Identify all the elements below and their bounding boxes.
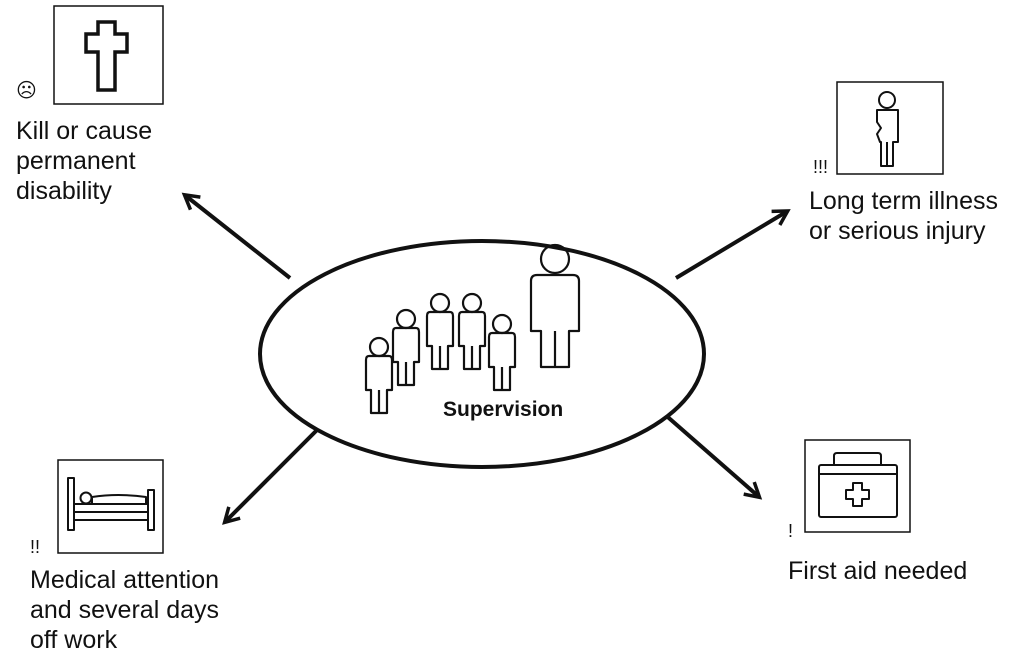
outcome-line: disability xyxy=(16,177,112,205)
person-icon xyxy=(487,313,517,392)
outcome-label-long-term: Long term illness or serious injury xyxy=(809,186,998,246)
severity-marker-two: !! xyxy=(30,537,41,557)
person-icon xyxy=(425,292,455,371)
arrow-to-long-term xyxy=(674,209,791,280)
outcome-label-kill: Kill or cause permanent disability xyxy=(16,116,152,206)
people-group-icon xyxy=(364,243,581,415)
outcome-line: Medical attention xyxy=(30,566,220,594)
kill-icon-box xyxy=(53,5,164,105)
outcome-line: permanent xyxy=(16,147,136,175)
outcome-label-medical: Medical attention and several days off w… xyxy=(30,565,219,655)
supervisor-icon xyxy=(529,243,581,369)
outcome-line: or serious injury xyxy=(809,217,986,245)
medical-icon-box xyxy=(57,459,164,554)
severity-marker-three: !!! xyxy=(813,157,829,177)
injured-person-icon xyxy=(876,91,899,167)
outcome-line: Kill or cause xyxy=(16,117,153,145)
cross-icon xyxy=(84,20,129,92)
first-aid-icon-box xyxy=(804,439,911,533)
hospital-bed-icon xyxy=(67,477,155,531)
arrow-to-first-aid xyxy=(660,410,763,500)
severity-marker-one: ! xyxy=(788,521,794,541)
person-icon xyxy=(364,336,394,415)
outcome-label-first-aid: First aid needed xyxy=(788,556,967,586)
supervision-ellipse xyxy=(258,239,706,469)
arrow-to-kill xyxy=(181,192,292,280)
outcome-line: First aid needed xyxy=(788,557,968,585)
severity-marker-sad: ☹ xyxy=(16,80,37,102)
outcome-line: off work xyxy=(30,626,118,654)
person-icon xyxy=(391,308,421,387)
center-label: Supervision xyxy=(443,398,564,421)
first-aid-kit-icon xyxy=(818,452,898,518)
outcome-line: Long term illness xyxy=(809,187,998,215)
long-term-icon-box xyxy=(836,81,944,175)
person-icon xyxy=(457,292,487,371)
arrow-to-medical xyxy=(222,423,324,525)
outcome-line: and several days xyxy=(30,596,220,624)
